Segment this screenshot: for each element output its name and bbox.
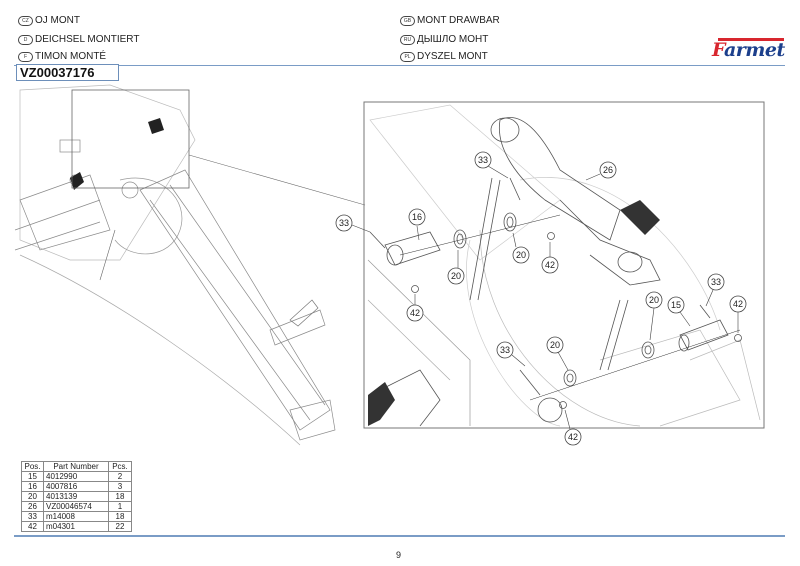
detail-frame: [363, 101, 765, 429]
cell-pos: 15: [21, 471, 44, 482]
callout-20-c: 20: [645, 291, 663, 341]
lang-pl-icon: PL: [400, 52, 415, 62]
callout-42-d: 42: [564, 409, 582, 446]
title-pl: PL DYSZEL MONT: [400, 51, 488, 63]
header-rule: [14, 65, 785, 66]
title-ru-text: ДЫШЛО МОНТ: [417, 34, 489, 45]
callout-label: 42: [545, 260, 555, 270]
logo-rest: armet: [723, 39, 785, 61]
callout-20-b: 20: [512, 232, 530, 264]
table-header-row: Pos. Part Number Pcs.: [21, 461, 132, 472]
callout-20-a: 20: [447, 250, 465, 285]
cell-pos: 42: [21, 521, 44, 532]
footer-rule: [14, 535, 785, 537]
cell-pcs: 18: [108, 511, 132, 522]
callout-42-b: 42: [406, 294, 424, 322]
callout-label: 33: [478, 155, 488, 165]
callout-15: 15: [667, 296, 691, 327]
cell-part-number: 4007816: [43, 481, 109, 492]
title-d: D DEICHSEL MONTIERT: [18, 34, 139, 46]
cell-part-number: m14008: [43, 511, 109, 522]
cell-part-number: 4012990: [43, 471, 109, 482]
title-gb-text: MONT DRAWBAR: [417, 15, 500, 26]
callout-33-c: 33: [705, 273, 725, 307]
leader-line: [188, 154, 366, 206]
callout-label: 15: [671, 300, 681, 310]
lang-d-icon: D: [18, 35, 33, 45]
callout-label: 42: [568, 432, 578, 442]
cell-pcs: 3: [108, 481, 132, 492]
logo-first-letter: F: [712, 39, 724, 61]
assembly-code: VZ00037176: [16, 64, 119, 81]
callout-33-a: 33: [335, 214, 371, 233]
lang-ru-icon: RU: [400, 35, 415, 45]
page-number: 9: [396, 550, 402, 560]
col-pos: Pos.: [21, 461, 44, 472]
cell-pos: 20: [21, 491, 44, 502]
inset-frame: [71, 89, 190, 189]
cell-pcs: 22: [108, 521, 132, 532]
callout-16: 16: [408, 208, 426, 241]
callout-label: 20: [649, 295, 659, 305]
lang-cz-icon: CZ: [18, 16, 33, 26]
callout-33-b: 33: [474, 151, 509, 179]
callout-42-c: 42: [729, 295, 747, 333]
lang-gb-icon: GB: [400, 16, 415, 26]
callout-label: 42: [733, 299, 743, 309]
title-pl-text: DYSZEL MONT: [417, 51, 488, 62]
logo-text: Farmet: [712, 39, 785, 61]
leader-line-2: [99, 229, 116, 281]
overview-dark-parts: [70, 118, 164, 190]
cell-pos: 26: [21, 501, 44, 512]
callout-label: 33: [711, 277, 721, 287]
title-cz: CZ OJ MONT: [18, 15, 80, 27]
farmet-logo: Farmet: [712, 38, 785, 61]
cell-part-number: m04301: [43, 521, 109, 532]
cell-pcs: 2: [108, 471, 132, 482]
callout-group: 33 16 20 20 42 42 33 26 20 15 33 42 20 3…: [335, 151, 747, 446]
title-d-text: DEICHSEL MONTIERT: [35, 34, 140, 45]
lang-f-icon: F: [18, 52, 33, 62]
cell-part-number: VZ00046574: [43, 501, 109, 512]
cell-pos: 33: [21, 511, 44, 522]
cell-pcs: 18: [108, 491, 132, 502]
col-part-number: Part Number: [43, 461, 109, 472]
title-f: F TIMON MONTÉ: [18, 51, 106, 63]
callout-label: 26: [603, 165, 613, 175]
detail-parts: [369, 117, 742, 427]
callout-label: 33: [339, 218, 349, 228]
callout-label: 20: [516, 250, 526, 260]
cell-part-number: 4013139: [43, 491, 109, 502]
callout-20-d: 20: [546, 336, 569, 371]
callout-26: 26: [585, 161, 617, 181]
cell-pcs: 1: [108, 501, 132, 512]
title-cz-text: OJ MONT: [35, 15, 80, 26]
cell-pos: 16: [21, 481, 44, 492]
callout-33-d: 33: [496, 341, 526, 367]
overview-drawing: [14, 84, 336, 446]
title-gb: GB MONT DRAWBAR: [400, 15, 500, 27]
callout-label: 33: [500, 345, 510, 355]
callout-label: 16: [412, 212, 422, 222]
detail-dark-parts: [368, 200, 660, 426]
callout-42-a: 42: [541, 242, 559, 274]
callout-label: 42: [410, 308, 420, 318]
logo-red-bar: [718, 38, 784, 41]
col-pcs: Pcs.: [108, 461, 132, 472]
title-ru: RU ДЫШЛО МОНТ: [400, 34, 488, 46]
title-f-text: TIMON MONTÉ: [35, 51, 107, 62]
callout-label: 20: [451, 271, 461, 281]
callout-label: 20: [550, 340, 560, 350]
